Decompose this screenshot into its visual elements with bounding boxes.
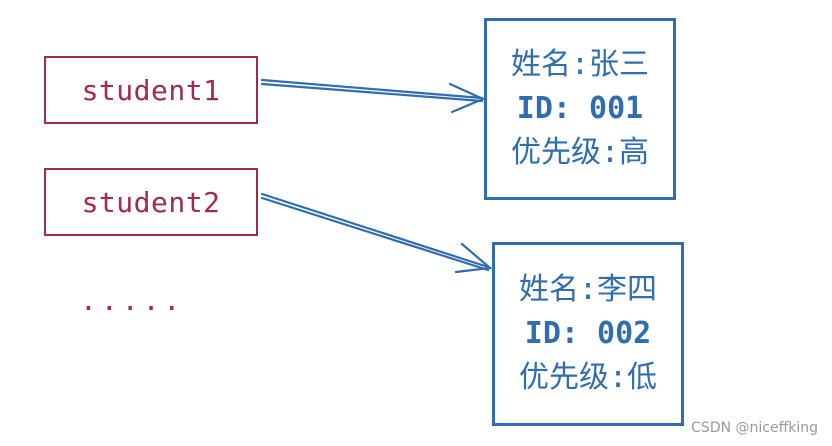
watermark: CSDN @niceffking (691, 420, 818, 436)
object-priority-line: 优先级:高 (510, 135, 650, 170)
arrow-shaft (260, 82, 484, 103)
arrow-head (454, 242, 493, 274)
reference-label: student2 (81, 185, 221, 219)
object-id-line: ID: 002 (524, 316, 652, 351)
object-box-1: 姓名:张三 ID: 001 优先级:高 (484, 18, 676, 200)
object-name-line: 姓名:张三 (510, 47, 650, 82)
arrow-student2-to-object2 (260, 192, 493, 274)
object-priority-line: 优先级:低 (518, 360, 658, 395)
object-box-2: 姓名:李四 ID: 002 优先级:低 (492, 242, 684, 426)
object-id-line: ID: 001 (516, 91, 644, 126)
arrow-shaft (260, 196, 490, 272)
arrow-shaft (260, 192, 490, 269)
arrow-student1-to-object1 (260, 78, 486, 114)
ellipsis: ..... (80, 284, 185, 317)
reference-label: student1 (81, 73, 221, 107)
object-name-line: 姓名:李四 (518, 272, 658, 307)
reference-box-student1: student1 (44, 56, 258, 124)
arrow-head (448, 82, 486, 114)
reference-box-student2: student2 (44, 168, 258, 236)
arrow-shaft (260, 78, 484, 100)
